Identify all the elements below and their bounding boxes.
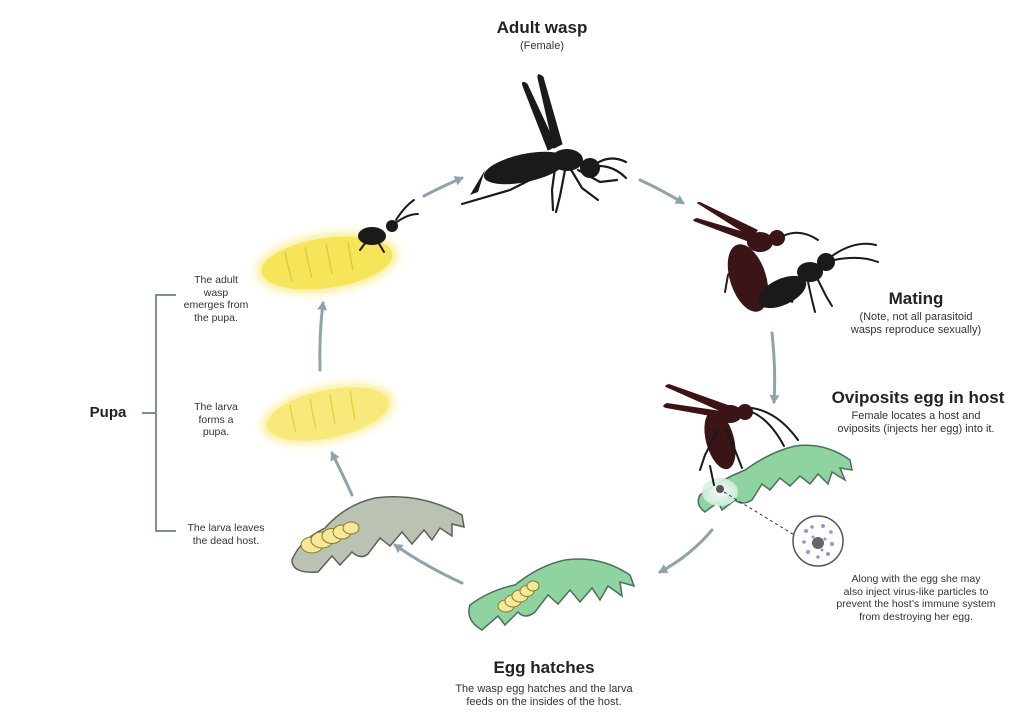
virus-particles-note: Along with the egg she may also inject v… <box>836 573 996 623</box>
host-caterpillar-icon <box>697 444 853 513</box>
mating-title: Mating <box>888 289 944 308</box>
pupa-title: Pupa <box>89 404 127 421</box>
virus-particles-icon <box>723 491 844 567</box>
adult-wasp-title: Adult wasp <box>496 18 588 37</box>
pupa-step-forms: The larva forms a pupa. <box>194 401 238 438</box>
oviposit-title: Oviposits egg in host <box>831 388 1005 407</box>
arrow-hatch-to-dead-host <box>393 543 464 585</box>
mating-wasps-icon <box>693 202 879 313</box>
arrow-emerge-to-adult <box>422 176 464 198</box>
mating-note: (Note, not all parasitoid wasps reproduc… <box>850 311 982 336</box>
cycle-arrows <box>317 176 780 585</box>
pupa-step-leaves: The larva leaves the dead host. <box>187 522 265 547</box>
adult-wasp-subtitle: (Female) <box>519 40 564 52</box>
hatched-caterpillar-icon <box>468 558 636 631</box>
arrow-dead-host-to-pupa <box>330 451 354 497</box>
egg-hatches-note: The wasp egg hatches and the larva feeds… <box>455 683 633 708</box>
egg-hatches-title: Egg hatches <box>493 658 595 677</box>
dead-host-icon <box>291 496 465 573</box>
pupa-icon <box>261 383 395 445</box>
arrow-adult-to-mating <box>638 178 685 205</box>
arrow-pupa-to-emerge <box>317 301 328 372</box>
adult-wasp-icon <box>460 74 628 214</box>
ovipositing-wasp-icon <box>663 384 799 486</box>
oviposit-note: Female locates a host and oviposits (inj… <box>837 410 995 435</box>
emerging-wasp-icon <box>255 199 419 295</box>
pupa-bracket <box>142 294 176 532</box>
pupa-step-emerge: The adult wasp emerges from the pupa. <box>183 274 249 324</box>
arrow-oviposit-to-hatch <box>658 528 714 574</box>
arrow-mating-to-oviposit <box>769 331 780 404</box>
